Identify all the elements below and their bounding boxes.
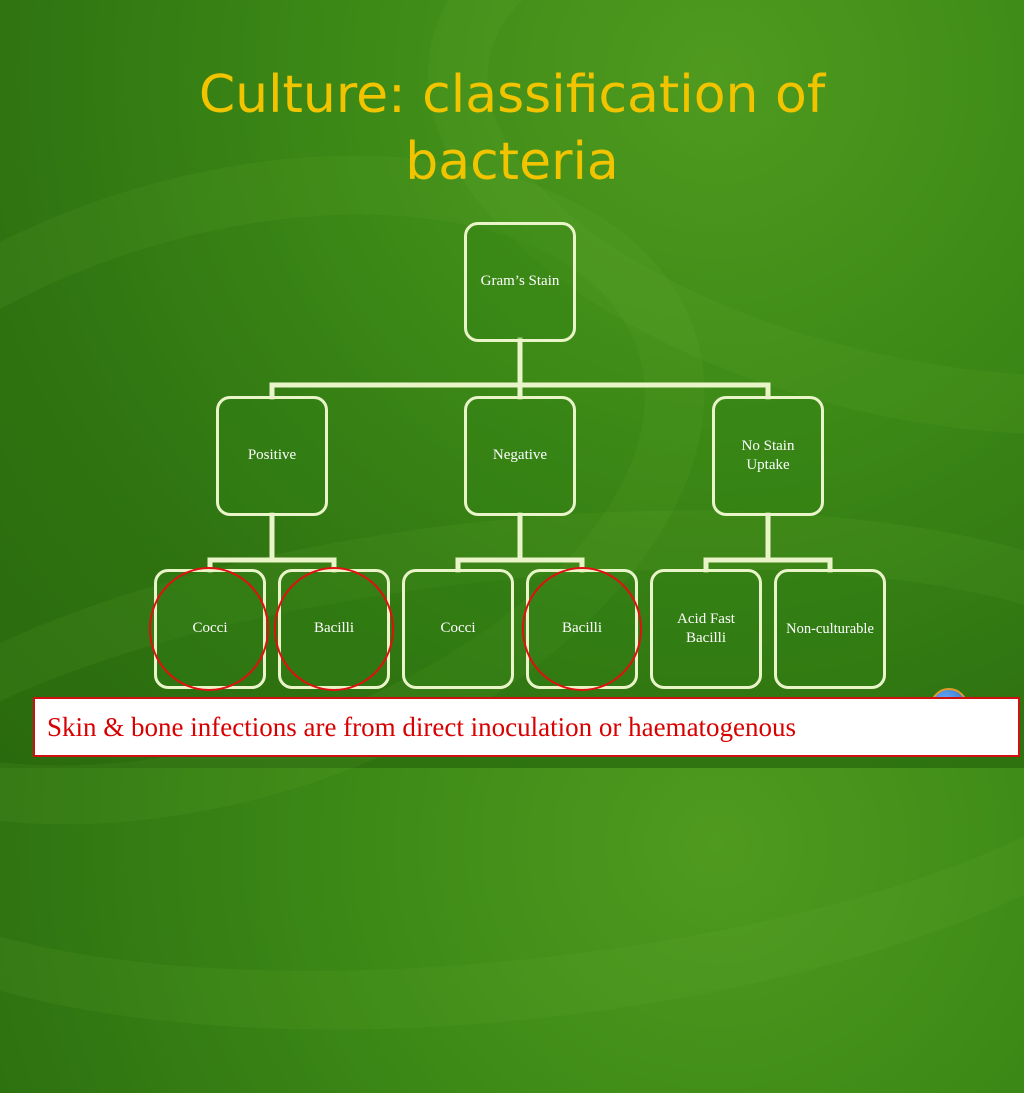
node-acid-fast-bacilli: Acid Fast Bacilli <box>650 569 762 689</box>
slide-title-line2: bacteria <box>405 131 619 192</box>
node-negative-cocci: Cocci <box>402 569 514 689</box>
node-negative: Negative <box>464 396 576 516</box>
node-label: Positive <box>247 447 297 464</box>
slide-title: Culture: classification of bacteria <box>0 62 1024 195</box>
highlight-ring-positive-bacilli <box>274 567 394 691</box>
node-positive: Positive <box>216 396 328 516</box>
node-label: Acid Fast Bacilli <box>677 610 735 647</box>
node-grams-stain: Gram’s Stain <box>464 222 576 342</box>
node-label: Gram’s Stain <box>480 273 560 290</box>
node-non-culturable: Non-culturable <box>774 569 886 689</box>
node-label: No Stain Uptake <box>741 437 795 474</box>
node-label: Cocci <box>440 620 476 637</box>
highlight-ring-negative-bacilli <box>522 567 642 691</box>
callout-text: Skin & bone infections are from direct i… <box>47 711 797 742</box>
callout-banner: Skin & bone infections are from direct i… <box>33 697 1020 757</box>
node-label: Non-culturable <box>786 620 874 637</box>
node-label: Negative <box>492 447 548 464</box>
highlight-ring-positive-cocci <box>149 567 269 691</box>
node-no-stain-uptake: No Stain Uptake <box>712 396 824 516</box>
slide-title-line1: Culture: classification of <box>198 65 826 125</box>
